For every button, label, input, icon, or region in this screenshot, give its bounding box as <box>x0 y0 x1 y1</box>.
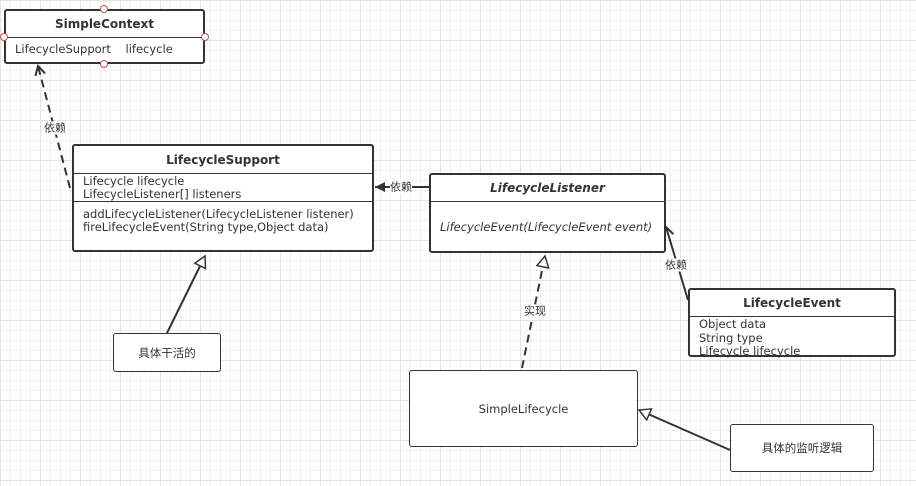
edge-label: 依赖 <box>44 121 66 135</box>
note-text: 具体干活的 <box>138 345 196 360</box>
interface-lifecycle-listener[interactable]: LifecycleListener LifecycleEvent(Lifecyc… <box>429 173 666 253</box>
edge-label: 实现 <box>524 304 546 318</box>
edge-label: 依赖 <box>390 180 412 194</box>
interface-name: LifecycleListener <box>431 175 664 202</box>
interface-method: LifecycleEvent(LifecycleEvent event) <box>440 220 653 234</box>
class-method: addLifecycleListener(LifecycleListener l… <box>83 207 354 221</box>
class-lifecycle-support[interactable]: LifecycleSupport Lifecycle lifecycle Lif… <box>72 144 374 252</box>
class-field: Lifecycle lifecycle <box>699 344 801 358</box>
class-field: LifecycleSupport lifecycle <box>15 42 173 56</box>
class-method: fireLifecycleEvent(String type,Object da… <box>83 220 329 234</box>
note-text: 具体的监听逻辑 <box>761 441 843 455</box>
class-field: Object data <box>699 317 767 331</box>
class-simple-lifecycle[interactable]: SimpleLifecycle <box>409 370 638 447</box>
edge-label: 依赖 <box>665 258 687 272</box>
class-field: Lifecycle lifecycle <box>83 174 185 188</box>
edge-support-to-context[interactable] <box>38 66 71 189</box>
class-name: LifecycleEvent <box>690 290 894 317</box>
class-simple-context[interactable]: SimpleContext LifecycleSupport lifecycle <box>4 9 205 64</box>
class-lifecycle-event[interactable]: LifecycleEvent Object data String type L… <box>688 288 896 358</box>
class-field: LifecycleListener[] listeners <box>83 187 242 201</box>
class-name: SimpleContext <box>6 11 203 38</box>
class-field: String type <box>699 330 763 345</box>
class-name: LifecycleSupport <box>166 152 280 167</box>
edge-listener-logic-note[interactable] <box>639 410 731 451</box>
note-worker[interactable]: 具体干活的 <box>113 333 221 372</box>
note-listener-logic[interactable]: 具体的监听逻辑 <box>730 424 874 472</box>
class-name: SimpleLifecycle <box>478 401 569 416</box>
edge-worker-note[interactable] <box>166 256 205 334</box>
